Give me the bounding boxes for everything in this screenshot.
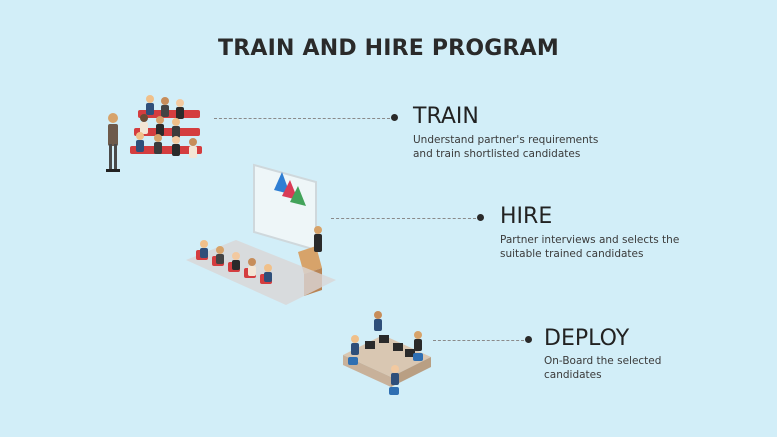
page-title: TRAIN AND HIRE PROGRAM [218,36,559,61]
bullet-dot-deploy [525,336,532,343]
step-title-hire: HIRE [500,204,553,229]
connector-dash-hire [331,218,476,219]
bullet-dot-train [391,114,398,121]
step-desc-hire: Partner interviews and selects the suita… [500,234,680,260]
connector-dash-deploy [433,340,524,341]
step-desc-train: Understand partner's requirements and tr… [413,134,599,160]
step-desc-deploy: On-Board the selected candidates [544,355,662,381]
classroom-training-icon [106,95,202,172]
workstation-team-icon [343,311,431,395]
connector-dash-train [214,118,390,119]
step-title-deploy: DEPLOY [544,326,630,351]
presentation-room-icon [186,163,336,305]
bullet-dot-hire [477,214,484,221]
step-title-train: TRAIN [413,104,479,129]
